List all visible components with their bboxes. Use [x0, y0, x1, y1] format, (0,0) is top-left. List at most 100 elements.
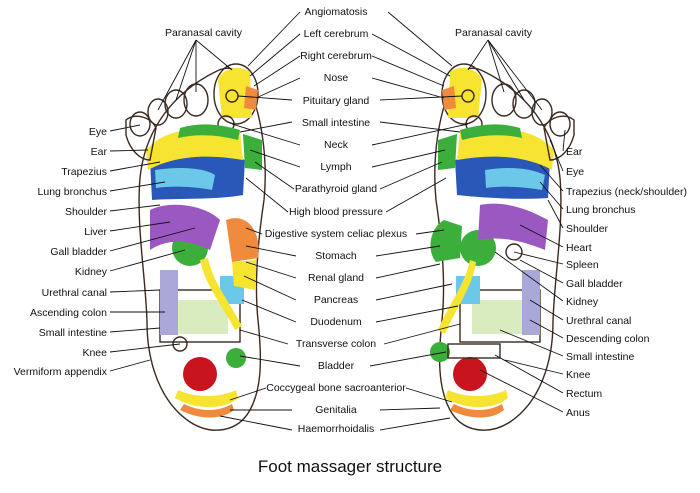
right-leader-line	[513, 251, 564, 265]
right-rectum-zone	[447, 343, 501, 359]
center-leader-line	[239, 329, 289, 345]
left-heel-band-yellow	[175, 390, 238, 407]
center-label-renal-gland: Renal gland	[308, 272, 364, 284]
right-leader-line	[549, 139, 564, 172]
left-bladder-spot	[226, 348, 246, 368]
center-leader-line	[241, 299, 297, 323]
left-label-trapezius: Trapezius	[61, 166, 107, 178]
center-leader-line	[369, 351, 447, 367]
left-green-zone	[243, 134, 262, 170]
right-label-heart: Heart	[566, 242, 592, 254]
left-leader-line	[109, 327, 161, 333]
center-leader-line	[219, 415, 293, 431]
left-label-shoulder: Shoulder	[65, 206, 108, 218]
left-leader-line	[109, 227, 196, 252]
paranasal-leader-line-left	[157, 39, 197, 111]
left-label-urethral-canal: Urethral canal	[42, 287, 107, 299]
center-leader-line	[383, 323, 461, 345]
center-leader-line	[231, 123, 301, 146]
left-leader-line	[109, 204, 161, 212]
left-knee-spot	[172, 336, 188, 352]
paranasal-leader-line-right	[487, 39, 525, 101]
left-leader-line	[109, 149, 149, 152]
right-spleen-spot	[505, 243, 523, 261]
center-leader-line	[379, 95, 463, 101]
right-lung-band-cyan	[485, 167, 545, 190]
left-toe-4	[147, 98, 169, 126]
center-leader-line	[379, 417, 451, 431]
store-watermark: Store No: 1383270	[262, 237, 380, 253]
left-label-small-intestine: Small intestine	[39, 327, 107, 339]
left-leader-line	[109, 221, 171, 232]
center-leader-line	[249, 33, 301, 77]
center-leader-line	[375, 305, 459, 323]
right-leader-line	[479, 369, 564, 413]
right-toe-3	[512, 89, 536, 119]
paranasal-cavity-label-left: Paranasal cavity	[165, 27, 243, 39]
left-label-liver: Liver	[84, 226, 107, 238]
center-leader-line	[249, 149, 301, 168]
right-leader-line	[494, 354, 564, 394]
center-label-lymph: Lymph	[320, 161, 351, 173]
left-label-gall-bladder: Gall bladder	[50, 246, 107, 258]
center-label-parathyroid-gland: Parathyroid gland	[295, 183, 377, 195]
center-leader-line	[375, 245, 441, 257]
left-big-toe-yellow	[218, 67, 252, 118]
right-label-descending-colon: Descending colon	[566, 333, 650, 345]
left-leader-line	[109, 249, 186, 272]
right-leader-line	[529, 299, 564, 321]
left-leader-line	[109, 289, 161, 293]
center-label-neck: Neck	[324, 139, 349, 151]
left-colon-zone	[172, 300, 228, 334]
center-leader-line	[379, 407, 441, 411]
right-nose-zone	[442, 86, 456, 110]
right-label-anus: Anus	[566, 407, 590, 419]
left-lung-band-cyan	[155, 167, 215, 190]
left-shoulder-zone	[146, 128, 243, 170]
left-nose-zone	[244, 86, 258, 110]
center-label-stomach: Stomach	[315, 250, 357, 262]
right-big-toe	[441, 63, 487, 125]
right-leader-line	[494, 251, 564, 302]
left-heel-band-orange	[180, 404, 234, 418]
center-label-high-blood-pressure: High blood pressure	[289, 206, 383, 218]
right-green-zone	[438, 134, 457, 170]
right-big-toe-yellow	[448, 67, 482, 118]
right-leader-line	[539, 164, 564, 192]
center-leader-line	[371, 33, 451, 77]
center-leader-line	[387, 11, 453, 67]
left-eye-ear-zone	[125, 115, 157, 161]
paranasal-leader-line-right	[467, 39, 489, 71]
center-leader-line	[253, 55, 301, 87]
center-leader-line	[229, 387, 267, 401]
center-leader-line	[371, 149, 446, 168]
right-kidney-spot	[460, 230, 496, 266]
center-leader-line	[255, 77, 301, 99]
leader-lines	[109, 11, 566, 431]
left-liver-zone	[150, 204, 220, 250]
center-leader-line	[379, 121, 461, 133]
right-label-ear: Ear	[566, 146, 583, 158]
left-leader-line	[109, 181, 166, 192]
left-urethral-zone	[160, 270, 178, 335]
right-leader-line	[539, 181, 564, 210]
left-leader-line	[109, 343, 181, 353]
right-heel-band-orange	[450, 404, 504, 418]
left-leader-line	[109, 124, 141, 132]
right-shoulder-zone	[457, 128, 554, 170]
center-label-bladder: Bladder	[318, 360, 355, 372]
right-toe-4	[531, 98, 553, 126]
paranasal-cavity-label-right: Paranasal cavity	[455, 27, 533, 39]
center-label-digestive-system-celiac-plexus: Digestive system celiac plexus	[265, 228, 407, 240]
right-bladder-spot	[430, 342, 450, 362]
left-toe-5	[129, 111, 151, 137]
right-label-eye: Eye	[566, 166, 584, 178]
center-label-haemorrhoidalis: Haemorrhoidalis	[298, 423, 374, 435]
right-leader-line	[529, 319, 564, 339]
right-foot-sole	[434, 67, 562, 431]
